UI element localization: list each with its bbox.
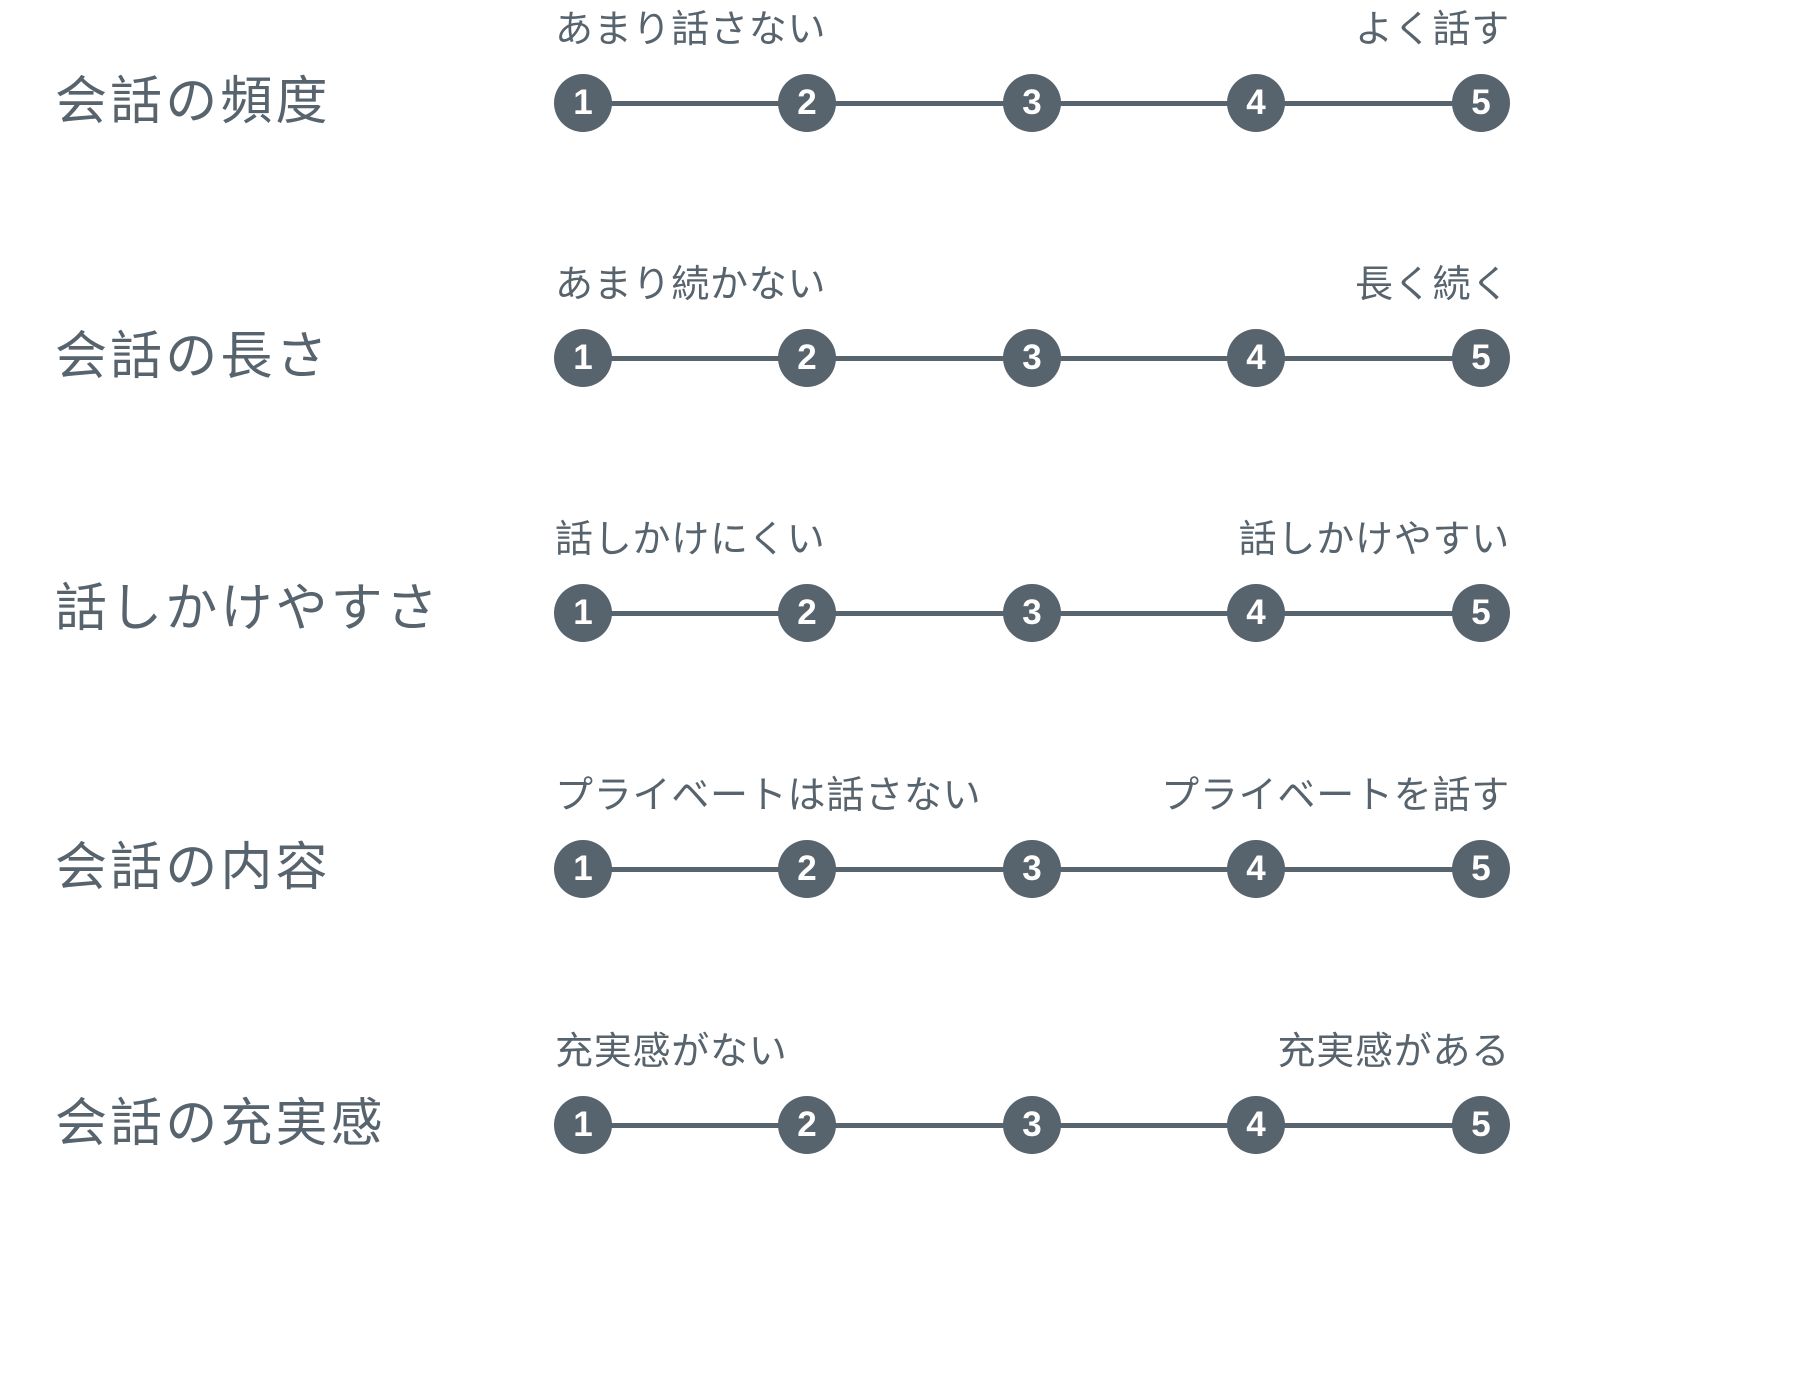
scale-option-label: 2: [797, 848, 817, 888]
scale-option-label: 5: [1471, 337, 1491, 377]
scale-option-5[interactable]: 5: [1452, 329, 1510, 387]
scale-option-4[interactable]: 4: [1227, 584, 1285, 642]
scale-option-5[interactable]: 5: [1452, 1096, 1510, 1154]
scale-row-approachability: 話しかけやすさ 話しかけにくい 話しかけやすい 1 2 3 4 5: [0, 510, 1800, 765]
row-title: 会話の頻度: [55, 73, 331, 131]
scale-option-label: 2: [797, 337, 817, 377]
scale-option-3[interactable]: 3: [1003, 74, 1061, 132]
scale-row-conversation-fulfillment: 会話の充実感 充実感がない 充実感がある 1 2 3 4 5: [0, 1022, 1800, 1277]
scale-option-1[interactable]: 1: [554, 74, 612, 132]
scale-option-4[interactable]: 4: [1227, 1096, 1285, 1154]
scale-option-label: 2: [797, 592, 817, 632]
scale-option-5[interactable]: 5: [1452, 840, 1510, 898]
anchor-label-right: 話しかけやすい: [1238, 519, 1510, 561]
anchor-label-left: 充実感がない: [555, 1031, 788, 1073]
row-title: 会話の長さ: [55, 328, 331, 386]
scale-option-label: 4: [1246, 82, 1266, 122]
scale-option-3[interactable]: 3: [1003, 840, 1061, 898]
row-title: 会話の充実感: [55, 1095, 386, 1153]
scale-option-label: 3: [1022, 1104, 1042, 1144]
scale-option-1[interactable]: 1: [554, 840, 612, 898]
anchor-label-left: あまり続かない: [555, 264, 827, 306]
scale-row-conversation-frequency: 会話の頻度 あまり話さない よく話す 1 2 3 4 5: [0, 0, 1800, 255]
scale-option-2[interactable]: 2: [778, 329, 836, 387]
anchor-label-left: プライベートは話さない: [555, 775, 982, 817]
scale-option-5[interactable]: 5: [1452, 584, 1510, 642]
scale-option-label: 4: [1246, 337, 1266, 377]
scale-option-label: 1: [573, 848, 593, 888]
scale-option-label: 3: [1022, 337, 1042, 377]
scale-option-label: 5: [1471, 592, 1491, 632]
scale-track: 1 2 3 4 5: [554, 329, 1510, 387]
scale-track: 1 2 3 4 5: [554, 1096, 1510, 1154]
scale-option-3[interactable]: 3: [1003, 1096, 1061, 1154]
scale-option-label: 4: [1246, 1104, 1266, 1144]
anchor-label-left: あまり話さない: [555, 9, 827, 51]
anchor-label-right: よく話す: [1354, 9, 1510, 51]
scale-option-label: 1: [573, 337, 593, 377]
scale-option-1[interactable]: 1: [554, 584, 612, 642]
scale-option-label: 3: [1022, 82, 1042, 122]
scale-option-label: 1: [573, 1104, 593, 1144]
scale-option-label: 3: [1022, 592, 1042, 632]
scale-option-4[interactable]: 4: [1227, 329, 1285, 387]
scale-track: 1 2 3 4 5: [554, 840, 1510, 898]
scale-option-2[interactable]: 2: [778, 840, 836, 898]
scale-option-2[interactable]: 2: [778, 584, 836, 642]
scale-option-label: 2: [797, 1104, 817, 1144]
scale-option-4[interactable]: 4: [1227, 74, 1285, 132]
scale-option-5[interactable]: 5: [1452, 74, 1510, 132]
scale-option-label: 5: [1471, 848, 1491, 888]
scale-track: 1 2 3 4 5: [554, 584, 1510, 642]
scale-option-1[interactable]: 1: [554, 1096, 612, 1154]
scale-row-conversation-length: 会話の長さ あまり続かない 長く続く 1 2 3 4 5: [0, 255, 1800, 510]
scale-option-2[interactable]: 2: [778, 1096, 836, 1154]
scale-option-label: 5: [1471, 82, 1491, 122]
row-title: 会話の内容: [55, 839, 331, 897]
anchor-label-left: 話しかけにくい: [555, 519, 826, 561]
anchor-label-right: プライベートを話す: [1161, 775, 1510, 817]
scale-option-label: 1: [573, 82, 593, 122]
row-title: 話しかけやすさ: [55, 580, 441, 638]
scale-option-label: 4: [1246, 592, 1266, 632]
scale-option-2[interactable]: 2: [778, 74, 836, 132]
anchor-label-right: 充実感がある: [1277, 1031, 1510, 1073]
scale-option-label: 5: [1471, 1104, 1491, 1144]
scale-option-label: 2: [797, 82, 817, 122]
scale-option-1[interactable]: 1: [554, 329, 612, 387]
anchor-label-right: 長く続く: [1354, 264, 1510, 306]
scale-option-4[interactable]: 4: [1227, 840, 1285, 898]
scale-option-label: 1: [573, 592, 593, 632]
scale-option-3[interactable]: 3: [1003, 329, 1061, 387]
scale-option-label: 3: [1022, 848, 1042, 888]
scale-track: 1 2 3 4 5: [554, 74, 1510, 132]
scale-option-label: 4: [1246, 848, 1266, 888]
scale-row-conversation-content: 会話の内容 プライベートは話さない プライベートを話す 1 2 3 4 5: [0, 766, 1800, 1021]
scale-option-3[interactable]: 3: [1003, 584, 1061, 642]
